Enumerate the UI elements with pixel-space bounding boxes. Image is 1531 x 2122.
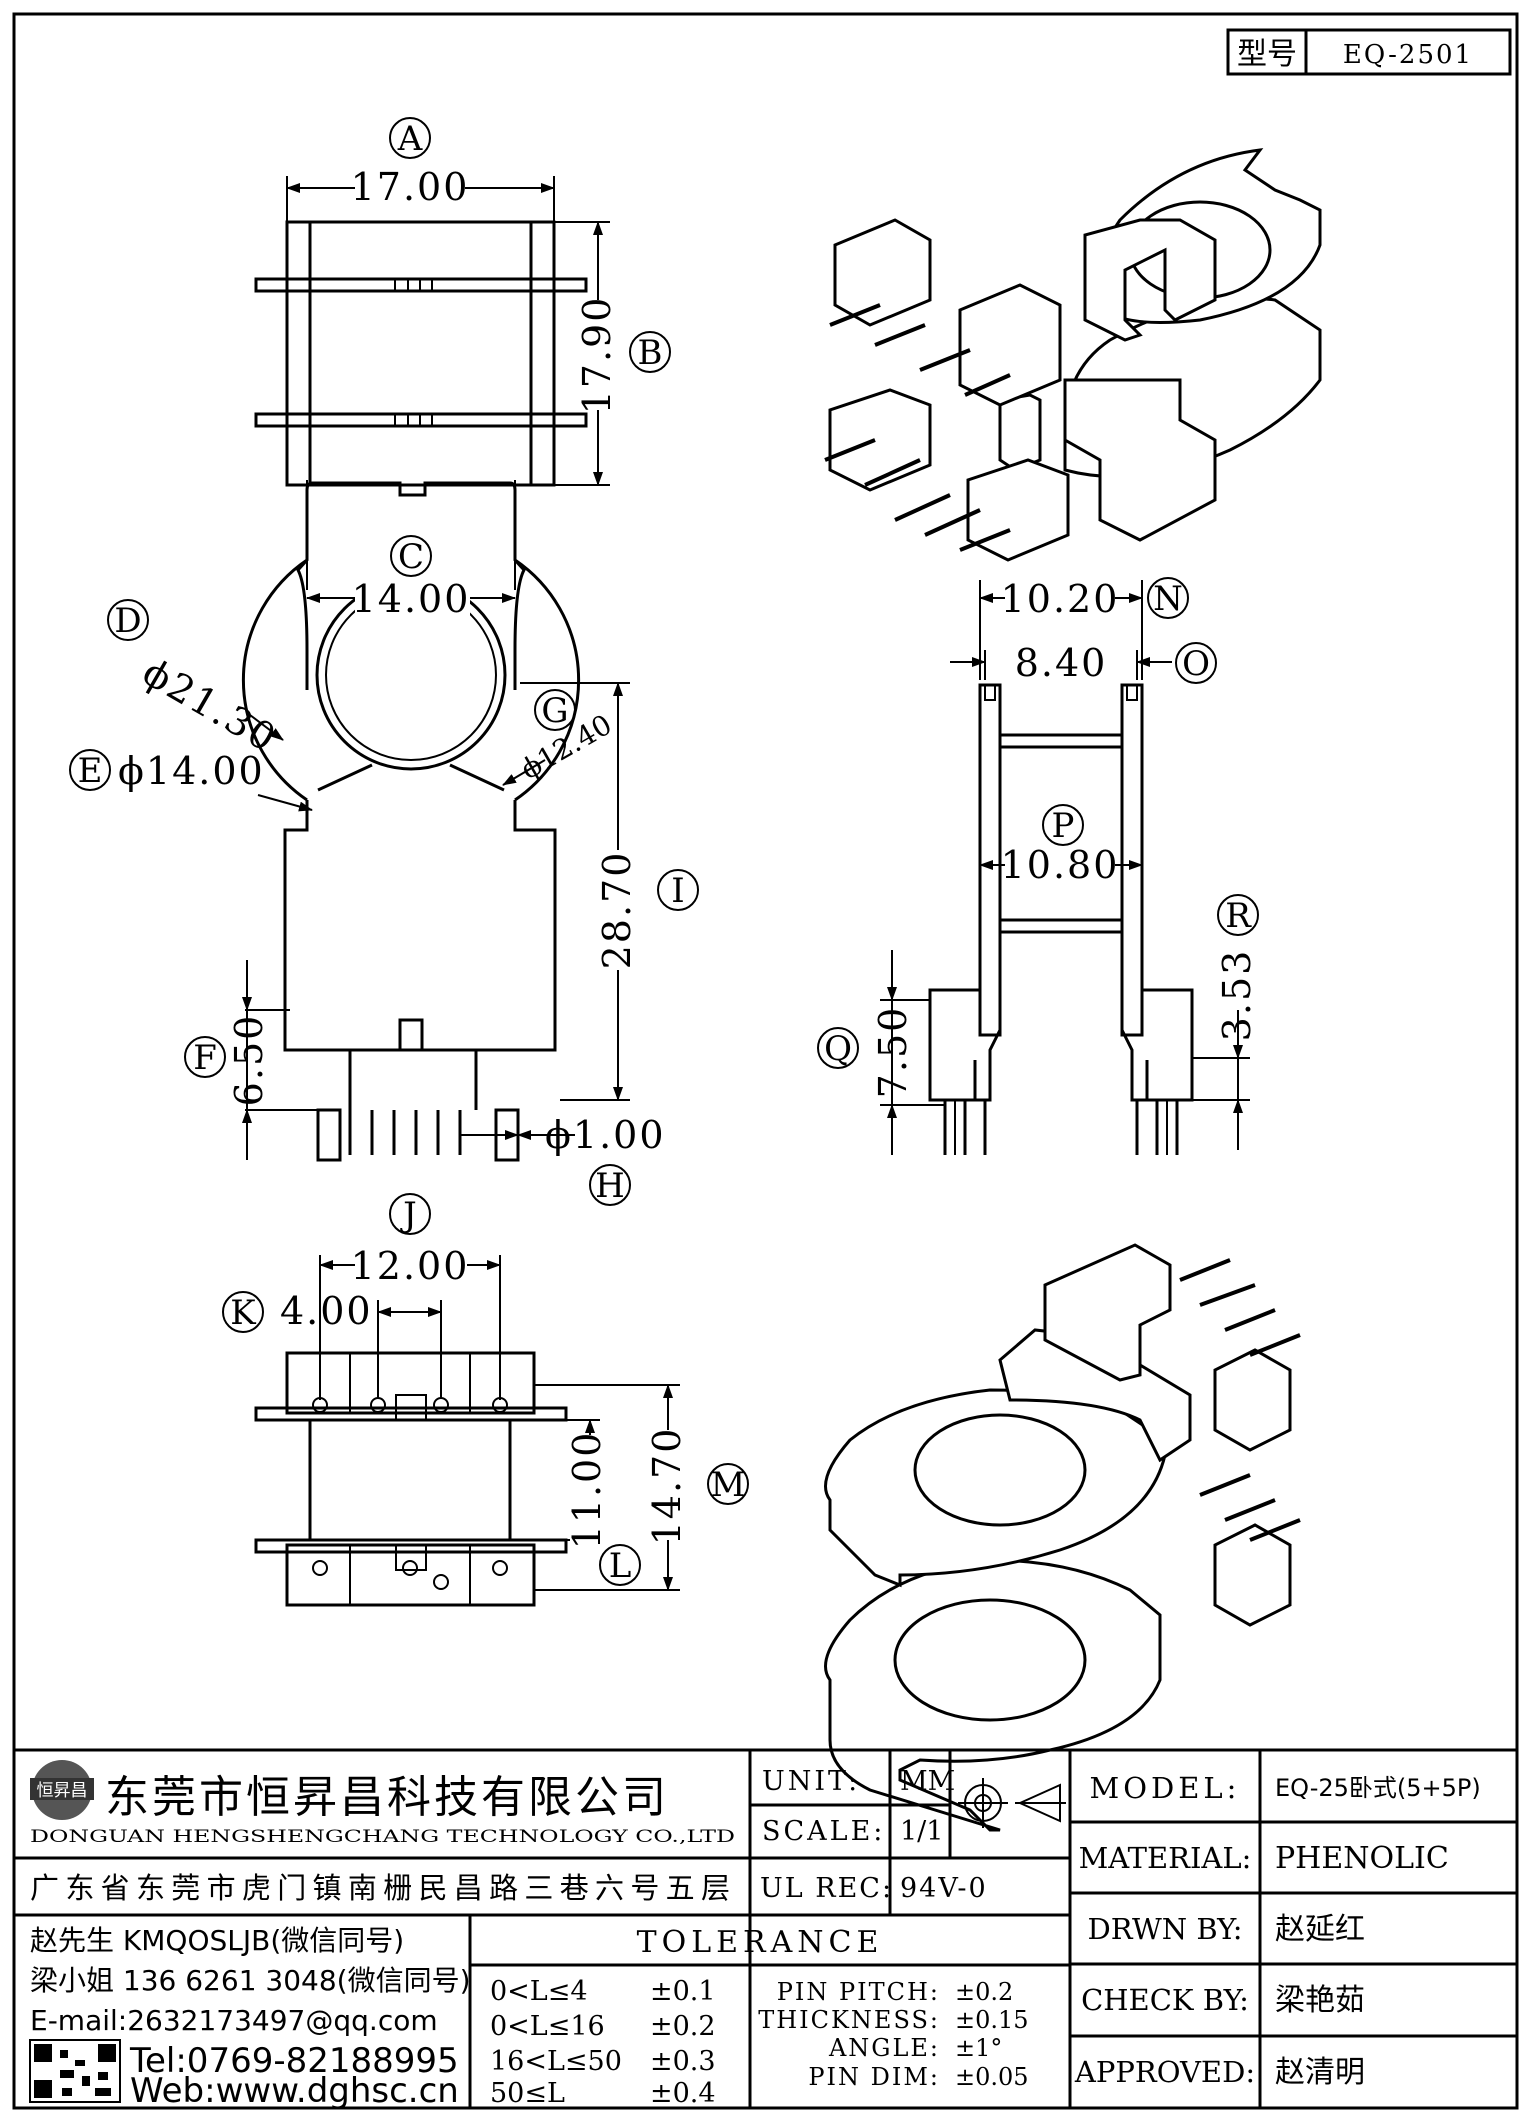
dim-q-value: 7.50 (871, 1006, 915, 1099)
unit-value: MM (900, 1766, 955, 1797)
dim-g-letter: G (541, 691, 568, 731)
dim-o-value: 8.40 (1015, 641, 1108, 685)
tol-value-3: ±0.4 (650, 2078, 716, 2109)
model-value: EQ-25卧式(5+5P) (1275, 1774, 1481, 1802)
dim-k-letter: K (230, 1293, 256, 1333)
sheet-border (12, 12, 1519, 2110)
dim-d-letter: D (114, 601, 141, 641)
dim-p-value: 10.80 (1001, 843, 1120, 887)
dim-f-letter: F (193, 1038, 217, 1078)
spec-name-1: THICKNESS: (758, 2006, 940, 2034)
company-name-cn: 东莞市恒昇昌科技有限公司 (105, 1772, 669, 1823)
dim-n-value: 10.20 (1001, 577, 1120, 621)
spec-tol-1: ±0.15 (955, 2006, 1029, 2034)
company-address: 广东省东莞市虎门镇南栅民昌路三巷六号五层 (30, 1871, 730, 1905)
tol-value-1: ±0.2 (650, 2011, 716, 2042)
view-front: 14.00 C D ϕ21.30 E ϕ14.00 G ϕ12.40 28.70… (69, 480, 699, 1206)
dim-h-value: ϕ1.00 (545, 1113, 666, 1157)
contact-2: 梁小姐 136 6261 3048(微信同号) (30, 1964, 471, 1997)
part-number-value: EQ-2501 (1343, 40, 1473, 70)
drawn-label: DRWN BY: (1088, 1912, 1243, 1946)
tol-value-2: ±0.3 (650, 2046, 716, 2077)
dim-k-value: 4.00 (280, 1289, 373, 1333)
iso-view-top (824, 148, 1322, 562)
dim-c-value: 14.00 (352, 577, 471, 621)
dim-a-letter: A (397, 119, 423, 159)
dim-d-value: ϕ21.30 (136, 650, 285, 761)
view-side: 10.20 N 8.40 O 10.80 P 3.53 R 7.50 Q (817, 577, 1259, 1155)
unit-label: UNIT: (762, 1766, 860, 1797)
iso-view-bottom (824, 1243, 1301, 1832)
company-name-en: DONGUAN HENGSHENGCHANG TECHNOLOGY CO.,LT… (30, 1827, 735, 1847)
dim-m-letter: M (711, 1465, 746, 1505)
tol-value-0: ±0.1 (650, 1976, 716, 2007)
model-label: MODEL: (1090, 1771, 1241, 1805)
approved-label: APPROVED: (1074, 2055, 1255, 2089)
tol-range-3: 50≤L (490, 2078, 565, 2109)
spec-tol-2: ±1° (955, 2034, 1002, 2062)
logo-text: 恒昇昌 (37, 1781, 88, 1801)
dim-h-letter: H (595, 1166, 625, 1206)
dim-a-value: 17.00 (351, 165, 470, 209)
approved-value: 赵清明 (1275, 2055, 1365, 2090)
spec-tol-0: ±0.2 (955, 1978, 1013, 2006)
qr-code (29, 2039, 121, 2103)
part-number-label: 型号 (1237, 37, 1297, 72)
scale-label: SCALE: (762, 1816, 885, 1847)
dim-e-letter: E (78, 751, 103, 791)
ulrec-label: UL REC: (760, 1873, 893, 1904)
dim-n-letter: N (1153, 579, 1183, 619)
projection-symbol (958, 1778, 1066, 1828)
dim-f-value: 6.50 (227, 1014, 271, 1107)
dim-l-value: 11.00 (565, 1431, 609, 1550)
tol-range-0: 0<L≤4 (490, 1976, 588, 2007)
dim-j-letter: J (400, 1195, 417, 1235)
check-value: 梁艳茹 (1275, 1983, 1365, 2018)
view-bottom: 12.00 J 4.00 K 11.00 L 14.70 M (222, 1193, 749, 1607)
dim-p-letter: P (1052, 806, 1075, 846)
view-top: 17.00 A 17.90 B (254, 117, 671, 487)
tol-range-1: 0<L≤16 (490, 2011, 605, 2042)
dim-m-value: 14.70 (645, 1427, 689, 1546)
tolerance-title: TOLERANCE (637, 1925, 884, 1960)
contact-1: 赵先生 KMQOSLJB(微信同号) (30, 1924, 404, 1957)
contact-web: Web:www.dghsc.cn (130, 2071, 459, 2111)
scale-value: 1/1 (900, 1816, 943, 1847)
contact-tel: Tel:0769-82188995 (129, 2041, 459, 2081)
dim-c-letter: C (398, 537, 424, 577)
spec-name-2: ANGLE: (828, 2034, 940, 2062)
company-logo: 恒昇昌 (30, 1760, 94, 1820)
material-label: MATERIAL: (1079, 1841, 1252, 1875)
part-number-box: 型号 EQ-2501 (1226, 28, 1512, 76)
dim-e-value: ϕ14.00 (118, 749, 265, 793)
contact-email: E-mail:2632173497@qq.com (30, 2004, 438, 2037)
spec-name-3: PIN DIM: (808, 2063, 940, 2091)
tol-range-2: 16<L≤50 (490, 2046, 622, 2077)
dim-r-value: 3.53 (1215, 949, 1259, 1042)
dim-r-letter: R (1225, 896, 1252, 936)
dim-o-letter: O (1182, 644, 1210, 684)
dim-b-value: 17.90 (575, 296, 619, 415)
spec-name-0: PIN PITCH: (777, 1978, 940, 2006)
title-block: 恒昇昌 东莞市恒昇昌科技有限公司 DONGUAN HENGSHENGCHANG … (14, 1748, 1517, 2111)
dim-q-letter: Q (824, 1029, 852, 1069)
drawn-value: 赵延红 (1275, 1912, 1365, 1947)
material-value: PHENOLIC (1275, 1841, 1449, 1876)
ulrec-value: 94V-0 (900, 1873, 988, 1904)
dim-i-value: 28.70 (595, 851, 639, 970)
dim-l-letter: L (609, 1546, 632, 1586)
spec-tol-3: ±0.05 (955, 2063, 1029, 2091)
dim-j-value: 12.00 (351, 1244, 470, 1288)
dim-b-letter: B (638, 333, 663, 373)
dim-i-letter: I (671, 871, 684, 911)
check-label: CHECK BY: (1081, 1983, 1249, 2017)
